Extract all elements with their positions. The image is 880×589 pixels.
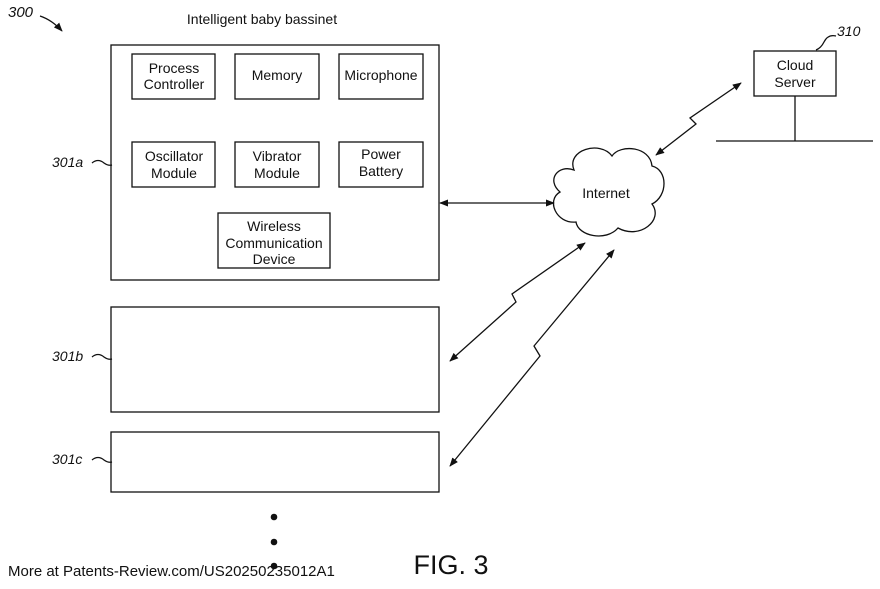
power-battery-label-2: Battery <box>359 163 403 179</box>
bassinet-301b-box <box>111 307 439 412</box>
bassinet-title: Intelligent baby bassinet <box>187 11 337 27</box>
wireless-label-2: Communication <box>225 235 322 251</box>
vibrator-label-2: Module <box>254 165 300 181</box>
vibrator-module: Vibrator Module <box>235 142 319 187</box>
oscillator-label-1: Oscillator <box>145 148 204 164</box>
power-battery-label-1: Power <box>361 146 401 162</box>
process-controller-label-1: Process <box>149 60 200 76</box>
vibrator-label-1: Vibrator <box>253 148 302 164</box>
internet-label: Internet <box>582 185 630 201</box>
ref-301b-label: 301b <box>52 348 83 364</box>
wireless-label-3: Device <box>253 251 296 267</box>
memory-label: Memory <box>252 67 303 83</box>
cloud-server: Cloud Server <box>716 51 873 141</box>
internet-cloud-link <box>656 83 741 155</box>
ref-301a-leader <box>92 161 112 166</box>
figure-ref-label: 300 <box>8 4 34 21</box>
wireless-label-1: Wireless <box>247 218 301 234</box>
ref-301a-label: 301a <box>52 154 83 170</box>
wireless-communication-device-module: Wireless Communication Device <box>218 213 330 268</box>
ref-301c-leader <box>92 458 112 463</box>
source-footer: More at Patents-Review.com/US20250235012… <box>8 563 335 580</box>
microphone-label: Microphone <box>344 67 417 83</box>
cloud-server-label-1: Cloud <box>777 57 814 73</box>
power-battery-module: Power Battery <box>339 142 423 187</box>
cloud-server-label-2: Server <box>774 74 816 90</box>
continuation-dots <box>271 514 278 570</box>
process-controller-module: Process Controller <box>132 54 215 99</box>
figure-label: FIG. 3 <box>413 550 488 580</box>
wireless-link-301c <box>450 250 614 466</box>
figure-ref-arrow <box>40 16 62 31</box>
ref-310-leader <box>816 36 836 50</box>
microphone-module: Microphone <box>339 54 423 99</box>
ref-301b-leader <box>92 355 112 360</box>
bassinet-301c-box <box>111 432 439 492</box>
memory-module: Memory <box>235 54 319 99</box>
ref-310-label: 310 <box>837 23 861 39</box>
wireless-link-301b <box>450 243 585 361</box>
oscillator-module: Oscillator Module <box>132 142 215 187</box>
ref-301c-label: 301c <box>52 451 82 467</box>
process-controller-label-2: Controller <box>144 76 205 92</box>
oscillator-label-2: Module <box>151 165 197 181</box>
